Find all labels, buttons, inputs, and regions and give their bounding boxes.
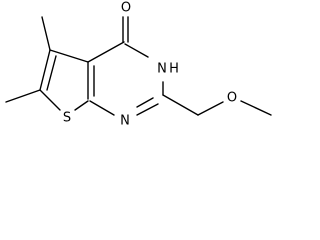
bond-c6-s xyxy=(39,89,61,111)
bond-c2-ch2 xyxy=(162,94,199,116)
bond-s-c7a xyxy=(74,100,89,111)
bond-c2-n1-second xyxy=(136,97,154,108)
atom-sulfur: S xyxy=(63,111,71,126)
bond-c4a-c5 xyxy=(49,49,89,63)
atom-hydrogen-on-n: H xyxy=(169,62,179,77)
bond-c5-methyl xyxy=(41,16,51,51)
bond-ch2-o xyxy=(197,101,224,116)
atom-oxygen-ether: O xyxy=(227,91,237,106)
bond-lines xyxy=(5,16,272,116)
atom-nitrogen-ring: N xyxy=(120,114,130,129)
bond-c5-c6-second xyxy=(46,55,57,91)
bond-c6-methyl xyxy=(5,89,41,103)
bond-c2-n1 xyxy=(136,103,159,116)
bond-n1-c7a xyxy=(89,100,115,116)
bond-o-ch3 xyxy=(240,100,272,116)
bond-c4-n3 xyxy=(124,43,149,58)
atom-nitrogen-nh: N xyxy=(157,62,167,77)
bond-c5-c6 xyxy=(39,49,51,91)
chemical-structure-diagram: O N H N S O xyxy=(5,1,272,129)
bond-c4a-c4 xyxy=(87,41,125,63)
atom-labels: O N H N S O xyxy=(63,1,237,129)
atom-oxygen-carbonyl: O xyxy=(121,1,131,16)
